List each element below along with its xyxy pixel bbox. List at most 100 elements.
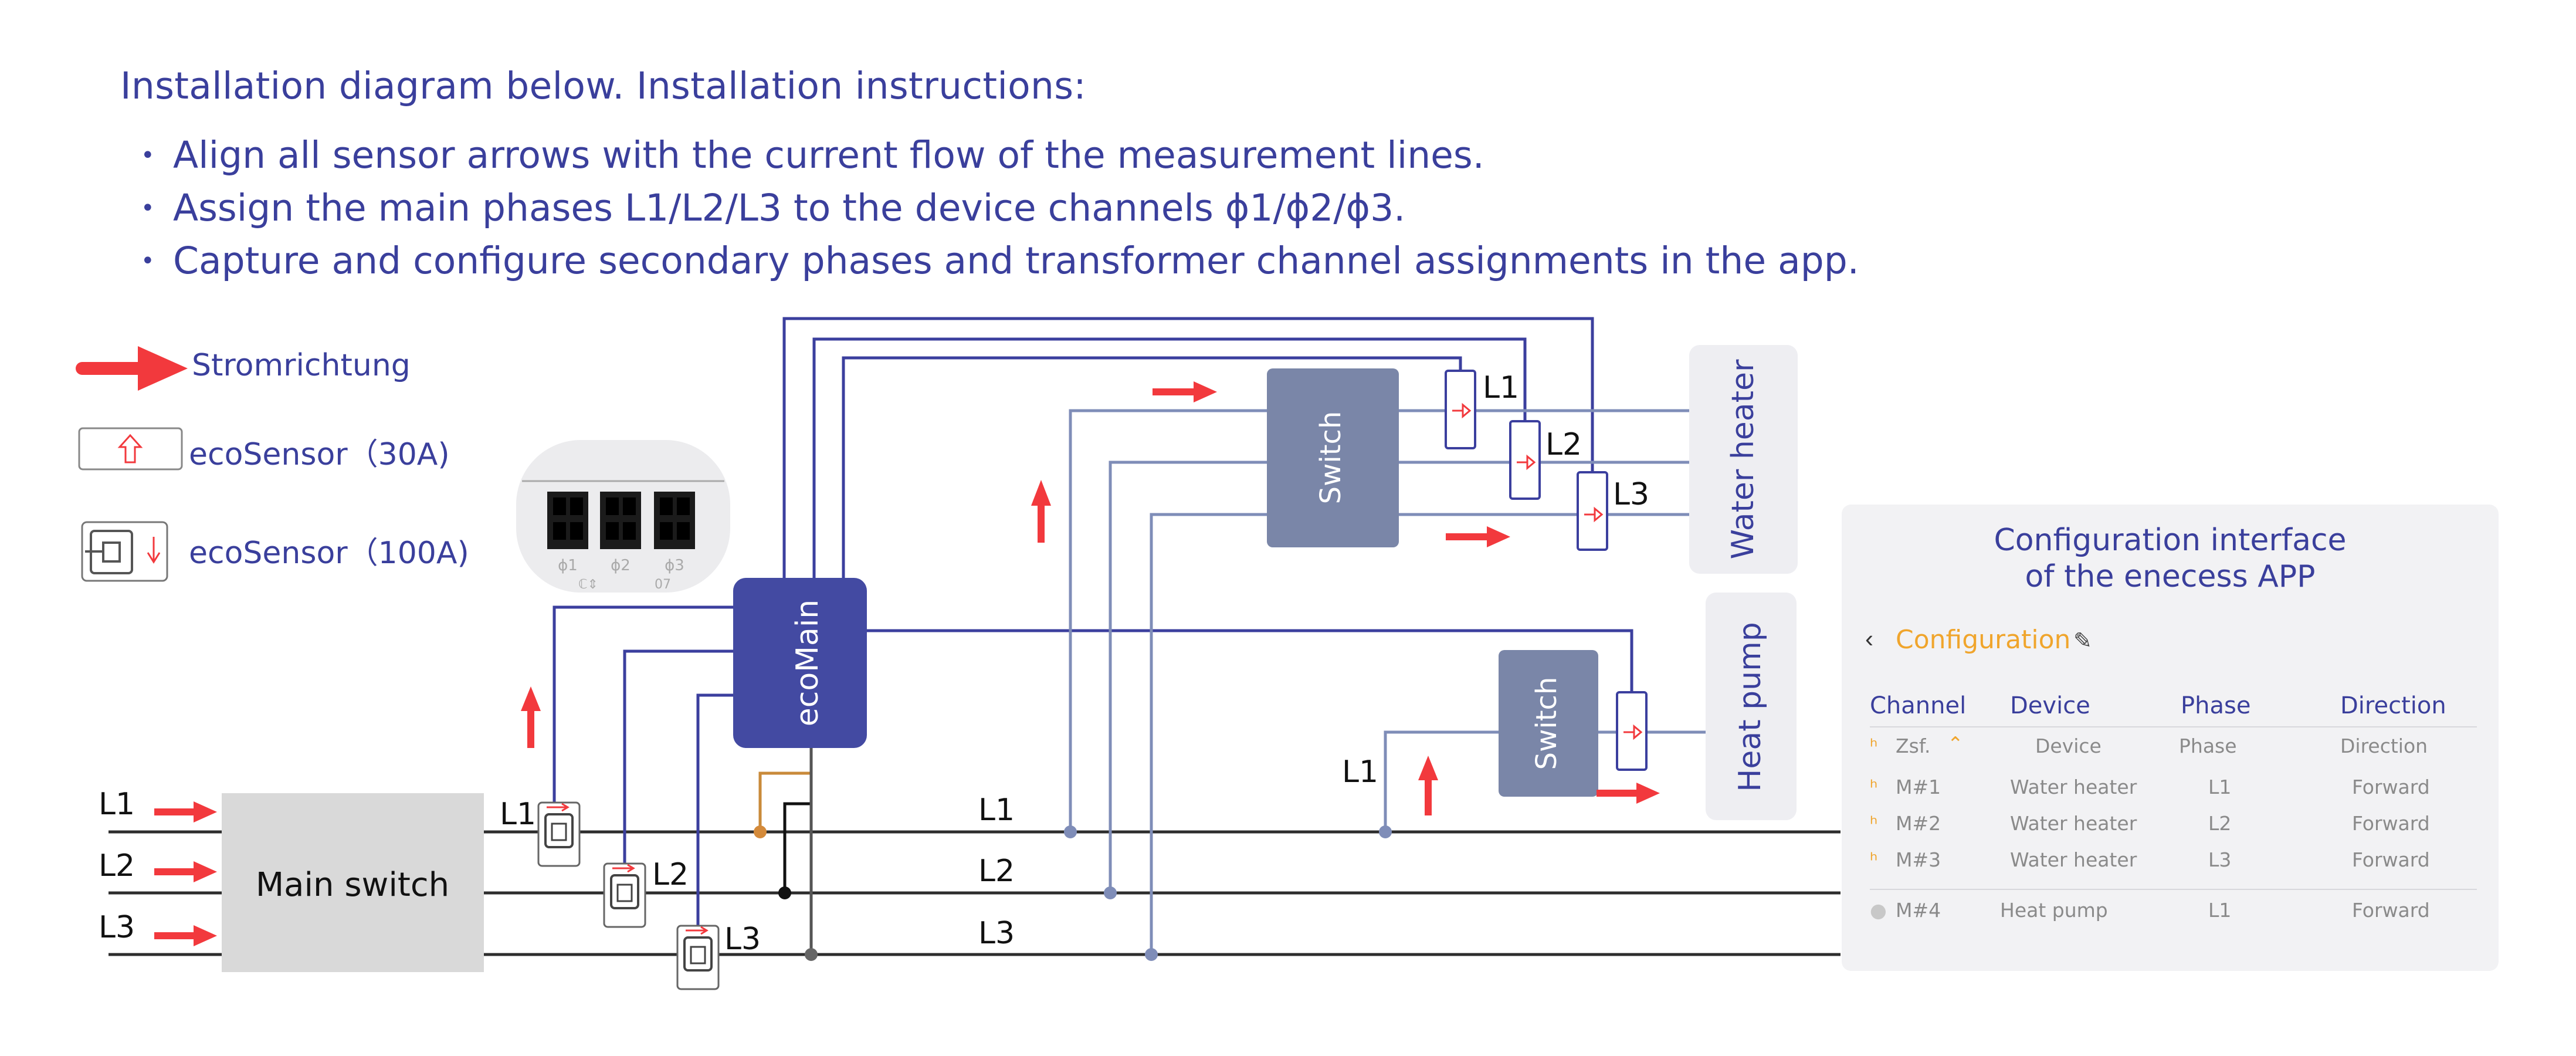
phase-label-in: L3 [99, 910, 135, 945]
table-header-direction: Direction [2340, 692, 2446, 719]
flow-arrow-up [521, 686, 541, 748]
row-device: Water heater [2010, 812, 2137, 835]
water-heater-box [1689, 345, 1798, 574]
table-divider [1870, 889, 2477, 890]
intro-text: Installation diagram below. Installation… [120, 65, 1086, 107]
row-direction: Direction [2340, 735, 2428, 757]
row-channel: M#1 [1896, 776, 1941, 798]
row-device: Water heater [2010, 848, 2137, 871]
legend-sensor30-icon [78, 427, 183, 471]
row-channel: M#2 [1896, 812, 1941, 835]
port-code: ℂ⇕ [578, 577, 598, 592]
port-connector [600, 492, 641, 549]
row-channel: M#4 [1896, 899, 1941, 922]
ecomain-label: ecoMain [790, 600, 825, 727]
junction-dot [805, 948, 818, 961]
junction-dot [1104, 886, 1117, 899]
phase-label-in: L2 [99, 848, 135, 884]
ecomain-box [733, 578, 867, 748]
legend-sensor100-icon [81, 521, 168, 582]
channel-icon: ʰ [1870, 812, 1878, 835]
sensor-100a [676, 925, 720, 990]
port-connector [547, 492, 588, 549]
config-title-line: of the enecess APP [2025, 559, 2316, 594]
junction-dot [1145, 948, 1158, 961]
port-label: ϕ1 [558, 557, 578, 574]
legend-sensor30-label: ecoSensor（30A) [189, 437, 450, 472]
channel-icon: ʰ [1870, 776, 1878, 798]
legend-flow-label: Stromrichtung [192, 348, 411, 383]
table-header-device: Device [2010, 692, 2090, 719]
row-direction: Forward [2352, 899, 2430, 922]
legend-flow-arrow [76, 346, 188, 391]
status-dot-icon: ● [1870, 899, 1887, 922]
phase-label-in: L1 [99, 787, 135, 822]
sensor-phase-label: L2 [1545, 427, 1582, 462]
legend-sensor100-label: ecoSensor（100A) [189, 536, 469, 571]
input-flow-arrows [154, 801, 217, 946]
sensor-30a [1509, 420, 1541, 500]
port-connector [654, 492, 695, 549]
config-panel: Configuration interface of the enecess A… [1842, 505, 2499, 971]
channel-icon: ʰ [1870, 848, 1878, 871]
config-panel-title: Configuration interface of the enecess A… [1842, 522, 2499, 595]
instruction-item: Capture and configure secondary phases a… [141, 235, 1859, 287]
sensor-30a [1445, 370, 1476, 449]
row-channel: M#3 [1896, 848, 1941, 871]
sensor-phase-label: L3 [1613, 477, 1649, 512]
sensor-phase-label: L1 [1483, 370, 1519, 405]
instruction-list: Align all sensor arrows with the current… [141, 129, 1859, 287]
device-ports-graphic: ϕ1 ϕ2 ϕ3 ℂ⇕ 07 [516, 440, 730, 593]
heat-pump-label: Heat pump [1733, 622, 1768, 792]
line-phase-label: L1 [978, 793, 1015, 828]
row-phase: L2 [2208, 812, 2232, 835]
config-screen-title: Configuration [1896, 625, 2071, 655]
row-phase: L1 [2208, 776, 2232, 798]
edit-icon[interactable]: ✎ [2073, 629, 2092, 654]
table-header-channel: Channel [1870, 692, 1967, 719]
row-phase: Phase [2179, 735, 2237, 757]
instruction-item: Align all sensor arrows with the current… [141, 129, 1859, 182]
port-code: 07 [655, 577, 671, 592]
row-phase: L1 [2208, 899, 2232, 922]
line-phase-label: L2 [978, 854, 1015, 889]
flow-arrows-switch2 [1418, 756, 1660, 815]
back-icon[interactable]: ‹ [1865, 625, 1873, 652]
table-divider [1870, 726, 2477, 727]
channel-icon: ʰ [1870, 735, 1878, 757]
sensor-100a [537, 801, 581, 867]
switch-label: Switch [1530, 677, 1563, 770]
row-direction: Forward [2352, 812, 2430, 835]
water-heater-label: Water heater [1726, 359, 1761, 559]
heat-pump-box [1706, 593, 1797, 820]
ecomain-wires [553, 317, 1633, 937]
junction-dot [754, 825, 767, 838]
chevron-up-icon[interactable]: ⌃ [1947, 732, 1964, 755]
heat-pump-switch-box [1499, 650, 1598, 797]
ecomain-neutral-wires [758, 745, 813, 955]
junction-dot [1064, 825, 1077, 838]
sensor-phase-label: L2 [652, 857, 689, 892]
row-device: Device [2035, 735, 2102, 757]
switch-label: Switch [1314, 411, 1347, 505]
row-channel: Zsf. [1896, 735, 1931, 757]
table-header-phase: Phase [2181, 692, 2251, 719]
sensor-100a [603, 862, 646, 928]
port-label: ϕ3 [665, 557, 684, 574]
line-phase-label: L3 [978, 916, 1015, 951]
row-phase: L3 [2208, 848, 2232, 871]
row-device: Water heater [2010, 776, 2137, 798]
junction-dot [1379, 825, 1392, 838]
main-switch-label: Main switch [256, 866, 449, 904]
port-label: ϕ2 [611, 557, 631, 574]
row-direction: Forward [2352, 776, 2430, 798]
row-device: Heat pump [2000, 899, 2108, 922]
heat-pump-phase-label: L1 [1342, 754, 1378, 790]
config-title-line: Configuration interface [1994, 523, 2347, 558]
sensor-30a [1616, 691, 1648, 771]
sensor-phase-label: L3 [724, 922, 761, 957]
flow-arrows-switch1 [1031, 381, 1510, 547]
row-direction: Forward [2352, 848, 2430, 871]
instruction-item: Assign the main phases L1/L2/L3 to the d… [141, 182, 1859, 235]
